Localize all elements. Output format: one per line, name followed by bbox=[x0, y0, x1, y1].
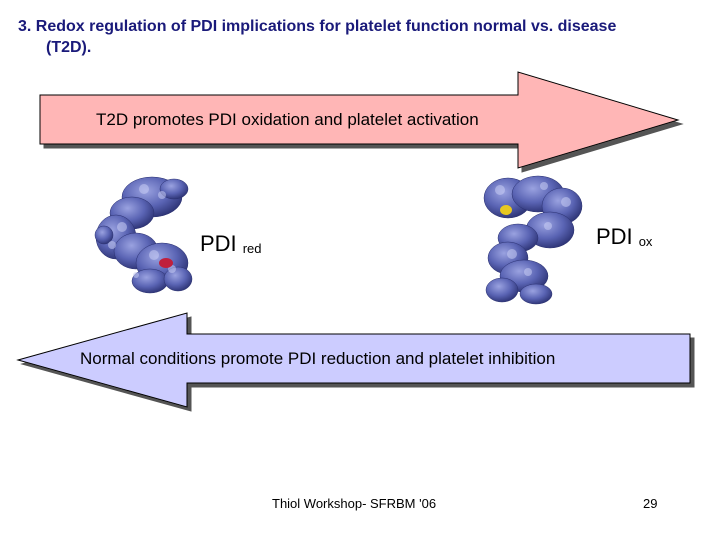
pdi-reduced-structure-image bbox=[94, 176, 193, 294]
pdi-oxidized-label: PDI ox bbox=[596, 224, 652, 250]
pdi-oxidized-main: PDI bbox=[596, 224, 633, 249]
pdi-reduced-sub: red bbox=[242, 241, 262, 256]
reduced-active-site bbox=[159, 258, 173, 268]
t2d-arrow-label: T2D promotes PDI oxidation and platelet … bbox=[96, 110, 479, 129]
oxidized-active-site bbox=[500, 205, 512, 215]
slide-title: 3. Redox regulation of PDI implications … bbox=[18, 16, 708, 58]
slide-title-line1: 3. Redox regulation of PDI implications … bbox=[18, 18, 617, 35]
pdi-oxidized-structure-image bbox=[483, 175, 583, 305]
pdi-reduced-main: PDI bbox=[200, 231, 237, 256]
normal-arrow-label: Normal conditions promote PDI reduction … bbox=[80, 349, 556, 368]
pdi-oxidized-sub: ox bbox=[638, 234, 653, 249]
pdi-reduced-label: PDI red bbox=[200, 231, 261, 257]
footer-workshop-text: Thiol Workshop- SFRBM '06 bbox=[272, 496, 437, 511]
slide-page-number: 29 bbox=[643, 496, 658, 511]
normal-arrow bbox=[16, 312, 691, 408]
t2d-arrow bbox=[39, 71, 680, 169]
slide-title-line2: (T2D). bbox=[46, 39, 92, 56]
